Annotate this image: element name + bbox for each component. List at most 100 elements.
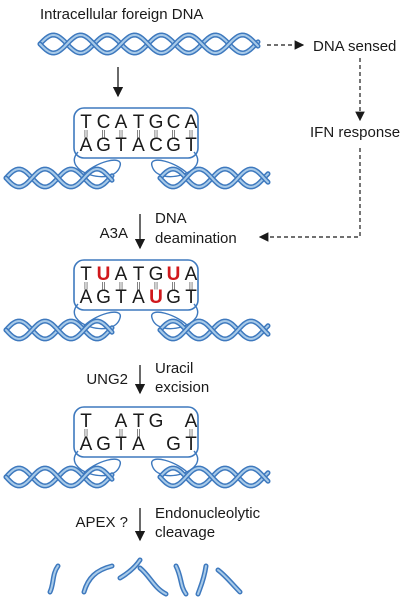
uracil-top: U: [167, 264, 181, 285]
bubble-outline: [73, 259, 199, 311]
base-bottom: A: [80, 434, 93, 455]
base-pair-mark: ||: [189, 281, 193, 290]
base-top: T: [133, 264, 145, 285]
step1-line1: DNA: [155, 210, 187, 227]
dna-sensed-label: DNA sensed: [313, 38, 396, 55]
base-bottom: T: [185, 434, 197, 455]
helix-strand-front-highlight: [159, 467, 269, 487]
sequence-bubble-deaminated: TA||UG||AT||TA||GU||UG||AT||: [3, 259, 271, 342]
base-top: T: [80, 411, 92, 432]
helix-strand-back-highlight: [159, 320, 269, 340]
diagram-title: Intracellular foreign DNA: [40, 6, 203, 23]
base-pair-mark: ||: [84, 129, 88, 138]
base-top: G: [149, 411, 164, 432]
base-pair-mark: ||: [154, 129, 158, 138]
base-pair-mark: ||: [119, 129, 123, 138]
helix-strand-back-highlight: [159, 467, 269, 487]
enzyme-ung2: UNG2: [86, 371, 128, 388]
base-top: G: [149, 264, 164, 285]
dna-fragment-highlight: [197, 565, 207, 595]
helix-strand-front-highlight: [159, 320, 269, 340]
bubble-outline: [73, 406, 199, 458]
base-pair-mark: ||: [171, 281, 175, 290]
bubble-outline: [73, 107, 199, 159]
dna-fragment-highlight: [175, 565, 187, 595]
base-pair-mark: ||: [84, 428, 88, 437]
right-flank-helix: [157, 465, 271, 489]
right-flank-helix: [157, 318, 271, 342]
base-bottom: T: [185, 135, 197, 156]
base-top: A: [115, 112, 128, 133]
uracil-top: U: [97, 264, 111, 285]
base-pair-mark: ||: [101, 129, 105, 138]
base-bottom: T: [185, 287, 197, 308]
base-top: G: [149, 112, 164, 133]
base-top: A: [115, 411, 128, 432]
base-bottom: A: [80, 287, 93, 308]
base-bottom: T: [115, 287, 127, 308]
dna-fragment-highlight: [217, 569, 241, 593]
dna-fragment-highlight: [119, 559, 141, 579]
step2-line2: excision: [155, 379, 209, 396]
base-bottom: G: [96, 434, 111, 455]
base-top: T: [80, 264, 92, 285]
base-top: C: [167, 112, 181, 133]
helix-strand-front-highlight: [5, 467, 113, 487]
base-pair-mark: ||: [119, 428, 123, 437]
base-pair-mark: ||: [136, 428, 140, 437]
top-helix: [37, 32, 261, 56]
base-pair-mark: ||: [136, 129, 140, 138]
base-top: A: [185, 411, 198, 432]
base-bottom: G: [96, 135, 111, 156]
helix-strand-front-highlight: [39, 33, 259, 55]
base-top: C: [97, 112, 111, 133]
dna-fragment-highlight: [139, 567, 167, 595]
sequence-bubble-original: TA||CG||AT||TA||GC||CG||AT||: [3, 107, 271, 190]
base-top: A: [115, 264, 128, 285]
base-bottom: A: [132, 135, 145, 156]
left-flank-helix: [3, 166, 115, 190]
left-flank-helix: [3, 318, 115, 342]
base-top: T: [80, 112, 92, 133]
bubble-loop-left: [73, 303, 121, 330]
base-pair-mark: ||: [189, 428, 193, 437]
base-top: T: [133, 112, 145, 133]
base-pair-mark: ||: [171, 129, 175, 138]
base-bottom: A: [132, 287, 145, 308]
base-top: A: [185, 264, 198, 285]
bubble-loop-left: [73, 450, 121, 477]
ifn-response-label: IFN response: [310, 124, 400, 141]
base-bottom: A: [80, 135, 93, 156]
base-bottom: T: [115, 434, 127, 455]
base-pair-mark: ||: [136, 281, 140, 290]
dna-fragment-highlight: [83, 565, 113, 593]
dna-fragments: [47, 557, 243, 597]
helix-strand-front-highlight: [159, 168, 269, 188]
base-top: A: [185, 112, 198, 133]
base-bottom: C: [149, 135, 163, 156]
left-flank-helix: [3, 465, 115, 489]
right-flank-helix: [157, 166, 271, 190]
helix-strand-front-highlight: [5, 168, 113, 188]
bubble-loop-right: [151, 303, 199, 330]
base-bottom: G: [96, 287, 111, 308]
enzyme-apex: APEX ?: [75, 514, 128, 531]
bubble-loop-right: [151, 450, 199, 477]
helix-strand-front-highlight: [5, 320, 113, 340]
step1-line2: deamination: [155, 230, 237, 247]
base-pair-mark: ||: [119, 281, 123, 290]
base-pair-mark: ||: [154, 281, 158, 290]
dna-fragment-highlight: [49, 565, 59, 593]
enzyme-a3a: A3A: [100, 225, 128, 242]
base-top: T: [133, 411, 145, 432]
base-bottom: G: [166, 135, 181, 156]
uracil-bottom: U: [149, 287, 163, 308]
step2-line1: Uracil: [155, 360, 193, 377]
base-pair-mark: ||: [84, 281, 88, 290]
foreign-dna-helix: [37, 32, 261, 56]
step3-line2: cleavage: [155, 524, 215, 541]
base-bottom: G: [166, 434, 181, 455]
base-bottom: G: [166, 287, 181, 308]
